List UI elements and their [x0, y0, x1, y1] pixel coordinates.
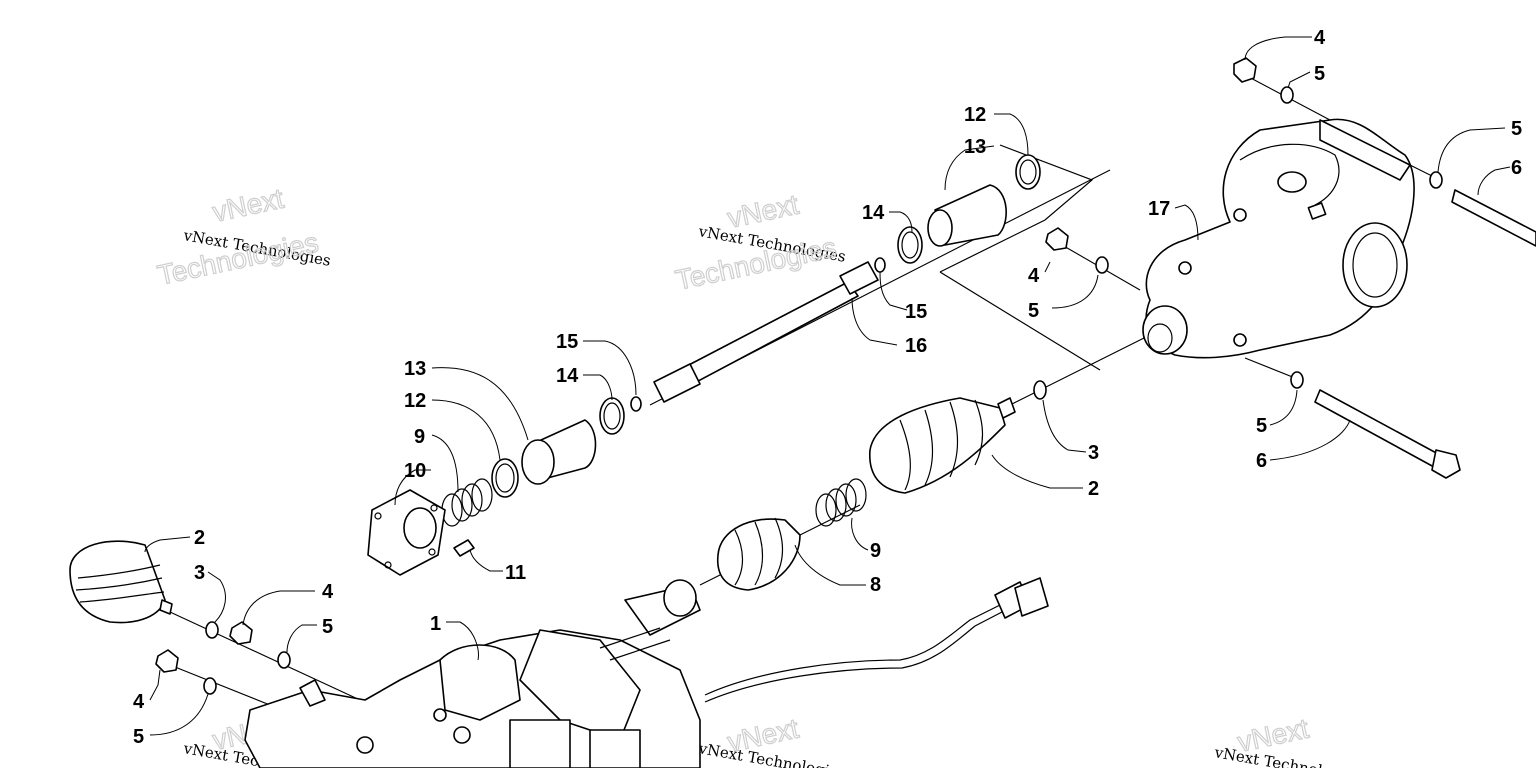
seal-14-top — [897, 226, 923, 264]
wire-harness — [704, 577, 1049, 703]
washer-5-left-a — [277, 651, 291, 669]
bolt-6-lower — [1314, 389, 1461, 479]
watermark-top-center: vNext vNext Technologies Technologies — [672, 188, 847, 296]
washer-5-left-b — [203, 677, 217, 695]
clamp-3-left — [205, 621, 219, 639]
callout-5: 5 — [1028, 300, 1039, 322]
callout-17: 17 — [1148, 198, 1170, 220]
bearing-13-mid — [521, 419, 597, 485]
fastener-nut-4-left-a — [229, 621, 253, 645]
watermark-bottom-center: vNext vNext Technologies — [696, 712, 847, 768]
callout-5: 5 — [1314, 63, 1325, 85]
callout-15: 15 — [556, 331, 578, 353]
clamp-3-right — [1033, 380, 1047, 400]
callout-16: 16 — [905, 335, 927, 357]
snap-ring-15-top — [874, 257, 886, 273]
spring-9-upper — [441, 478, 493, 527]
seal-12-mid — [491, 458, 519, 498]
fastener-nut-4-left-b — [155, 649, 179, 673]
callout-labels: 4 5 5 6 12 13 14 17 4 5 15 16 15 14 13 1… — [133, 27, 1522, 748]
callout-11: 11 — [505, 562, 526, 584]
callout-9: 9 — [870, 540, 881, 562]
callout-14: 14 — [556, 365, 579, 387]
boot-8 — [716, 517, 801, 591]
callout-15: 15 — [905, 301, 927, 323]
callout-12: 12 — [404, 390, 426, 412]
lower-left-axis-b — [169, 664, 271, 706]
callout-5: 5 — [133, 726, 144, 748]
washer-5-mid — [1095, 256, 1109, 274]
watermark-bottom-right: vNext vNext Technologies — [1212, 712, 1363, 768]
callout-6: 6 — [1256, 450, 1267, 472]
gearcase-1 — [244, 579, 701, 768]
callout-5: 5 — [1511, 118, 1522, 140]
callout-2: 2 — [194, 527, 205, 549]
callout-14: 14 — [862, 202, 885, 224]
seal-group-bracket-lower — [939, 271, 1101, 371]
callout-9: 9 — [414, 426, 425, 448]
callout-10: 10 — [404, 460, 426, 482]
seal-group-bracket — [939, 144, 1094, 273]
callout-8: 8 — [870, 574, 881, 596]
cover-plate-10 — [367, 489, 446, 576]
callout-6: 6 — [1511, 157, 1522, 179]
callout-13: 13 — [404, 358, 426, 380]
callout-13: 13 — [964, 136, 986, 158]
callout-12: 12 — [964, 104, 986, 126]
spring-9-lower — [815, 478, 867, 527]
washer-5-right — [1429, 171, 1443, 189]
callout-4: 4 — [1314, 27, 1326, 49]
callout-4: 4 — [133, 691, 145, 713]
watermark-brand: vNext — [210, 183, 287, 228]
callout-3: 3 — [1088, 442, 1099, 464]
watermark-brand: vNext — [725, 189, 802, 234]
callout-4: 4 — [1028, 265, 1040, 287]
bolt-6-right — [1451, 189, 1536, 247]
boot-axis — [1009, 334, 1151, 406]
fastener-nut-4-top — [1233, 57, 1257, 83]
snap-ring-15-mid — [630, 396, 642, 412]
callout-4: 4 — [322, 581, 334, 603]
washer-5-top — [1280, 86, 1294, 104]
right-gear-housing — [1142, 118, 1415, 359]
seal-14-mid — [599, 397, 625, 435]
fastener-nut-4-mid — [1045, 227, 1069, 251]
watermark-top-left: vNext vNext Technologies Technologies — [154, 182, 332, 291]
callout-5: 5 — [322, 616, 333, 638]
washer-5-lower — [1290, 371, 1304, 389]
bolt-11 — [453, 539, 475, 557]
leader-lines — [144, 36, 1511, 736]
callout-3: 3 — [194, 562, 205, 584]
boot-2-right — [869, 397, 1016, 494]
callout-1: 1 — [430, 613, 441, 635]
seal-12-top — [1015, 154, 1041, 190]
drive-shaft-16 — [653, 261, 879, 403]
lower-left-axis-a — [169, 611, 361, 701]
bearing-13-top — [927, 184, 1007, 247]
callout-2: 2 — [1088, 478, 1099, 500]
callout-5: 5 — [1256, 415, 1267, 437]
boot-2-left — [69, 540, 173, 624]
